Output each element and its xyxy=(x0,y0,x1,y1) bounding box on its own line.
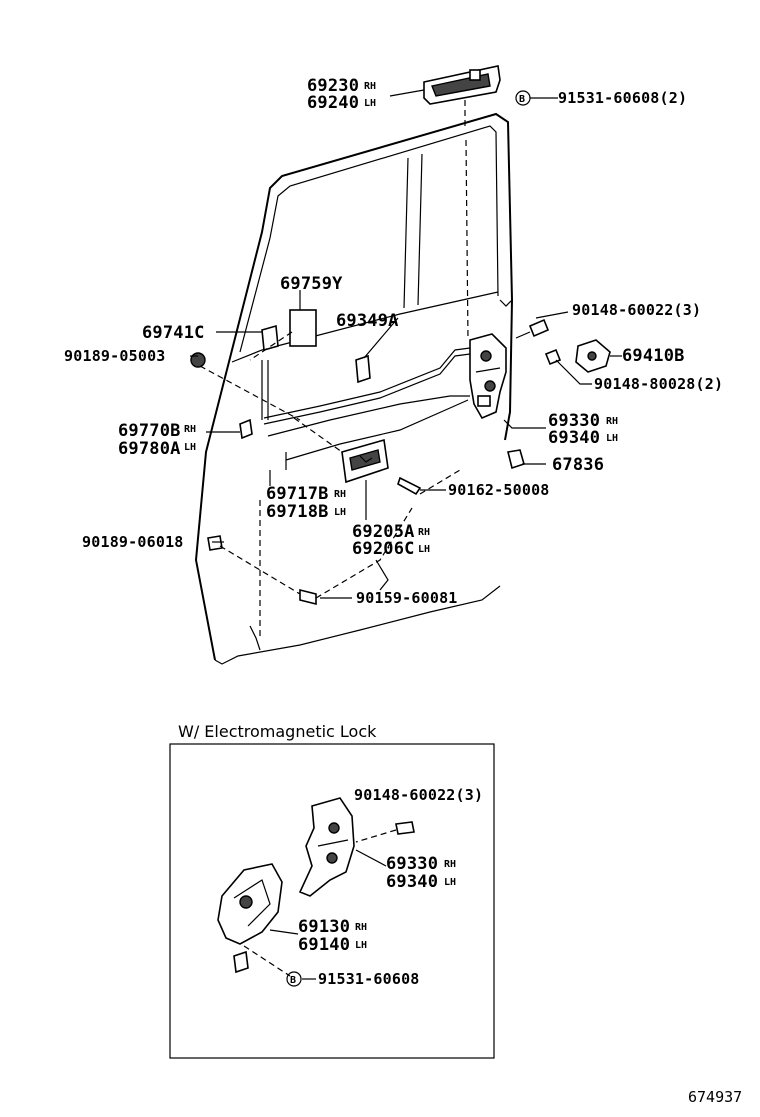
label-69770b: 69770B xyxy=(118,421,181,441)
clip-90189-06018 xyxy=(207,535,223,551)
side-rh: RH xyxy=(364,81,376,92)
bellcrank-69770 xyxy=(239,418,253,440)
label-91531-60608: 91531-60608(2) xyxy=(558,89,687,107)
side-lh: LH xyxy=(364,98,376,109)
pad-69759 xyxy=(289,309,317,347)
label-69205a: 69205A xyxy=(352,522,415,542)
label-67836: 67836 xyxy=(552,455,604,475)
label-90159-60081: 90159-60081 xyxy=(356,589,458,607)
side-rh-3: RH xyxy=(606,416,618,427)
label-69340: 69340 xyxy=(548,428,600,448)
lock-rods xyxy=(261,347,471,470)
label-69330: 69330 xyxy=(548,411,600,431)
striker xyxy=(575,339,611,373)
label-90189-05003: 90189-05003 xyxy=(64,347,166,365)
inset-side-lh-2: LH xyxy=(355,940,367,951)
screw-90162-50008 xyxy=(397,476,422,496)
label-69718b: 69718B xyxy=(266,502,329,522)
inset-bolt-letter: B xyxy=(290,975,296,986)
figure-number: 674937 xyxy=(688,1088,742,1106)
inside-handle xyxy=(341,438,389,484)
inset-label-69330: 69330 xyxy=(386,854,438,874)
side-rh-4: RH xyxy=(334,489,346,500)
inset-bolt-marker xyxy=(286,971,302,987)
side-lh-5: LH xyxy=(418,544,430,555)
bumper-67836 xyxy=(507,449,525,470)
leader-lines xyxy=(190,89,622,599)
side-lh-2: LH xyxy=(184,442,196,453)
side-lh-3: LH xyxy=(606,433,618,444)
inset-label-69130: 69130 xyxy=(298,917,350,937)
inset-label-69140: 69140 xyxy=(298,935,350,955)
bolt-marker-b xyxy=(515,90,531,106)
label-69349a: 69349A xyxy=(336,311,399,331)
screw-90159-60081 xyxy=(299,588,317,606)
part-labels: 69230 RH 69240 LH B 91531-60608(2) 69759… xyxy=(64,76,723,607)
clip-69741 xyxy=(261,324,279,352)
label-90148-60022: 90148-60022(3) xyxy=(572,301,701,319)
inset-side-rh-2: RH xyxy=(355,922,367,933)
label-90189-06018: 90189-06018 xyxy=(82,533,184,551)
bolt-marker-letter: B xyxy=(519,94,525,105)
grommet-90189-05003 xyxy=(190,352,206,368)
inset-leader-actuator xyxy=(269,929,299,935)
clip-69349 xyxy=(355,354,371,384)
inset-side-rh: RH xyxy=(444,859,456,870)
guide-lines xyxy=(199,331,461,640)
inset-label-69340: 69340 xyxy=(386,872,438,892)
inset-label-91531-60608: 91531-60608 xyxy=(318,970,420,988)
side-rh-5: RH xyxy=(418,527,430,538)
inset-electromagnetic-lock: W/ Electromagnetic Lock 90148-60022(3) 6… xyxy=(169,722,495,1059)
label-69240: 69240 xyxy=(307,93,359,113)
side-rh-2: RH xyxy=(184,424,196,435)
label-69780a: 69780A xyxy=(118,439,181,459)
inset-actuator xyxy=(217,863,283,974)
label-69717b: 69717B xyxy=(266,484,329,504)
inset-side-lh: LH xyxy=(444,877,456,888)
label-69741c: 69741C xyxy=(142,323,205,343)
inset-door-lock xyxy=(298,797,355,897)
inset-title: W/ Electromagnetic Lock xyxy=(178,722,377,741)
inset-leader-lock xyxy=(355,849,387,867)
inset-screw xyxy=(395,821,415,835)
door-lock-assembly xyxy=(469,333,507,420)
label-69410b: 69410B xyxy=(622,346,685,366)
outside-handle xyxy=(423,65,501,341)
label-90162-50008: 90162-50008 xyxy=(448,481,550,499)
door-frame xyxy=(194,112,514,665)
label-69230: 69230 xyxy=(307,76,359,96)
label-69759y: 69759Y xyxy=(280,274,343,294)
label-69206c: 69206C xyxy=(352,539,415,559)
side-lh-4: LH xyxy=(334,507,346,518)
label-90148-80028: 90148-80028(2) xyxy=(594,375,723,393)
screw-90148-60022 xyxy=(515,318,550,339)
inset-label-90148-60022: 90148-60022(3) xyxy=(354,786,483,804)
inset-frame xyxy=(169,743,495,1059)
